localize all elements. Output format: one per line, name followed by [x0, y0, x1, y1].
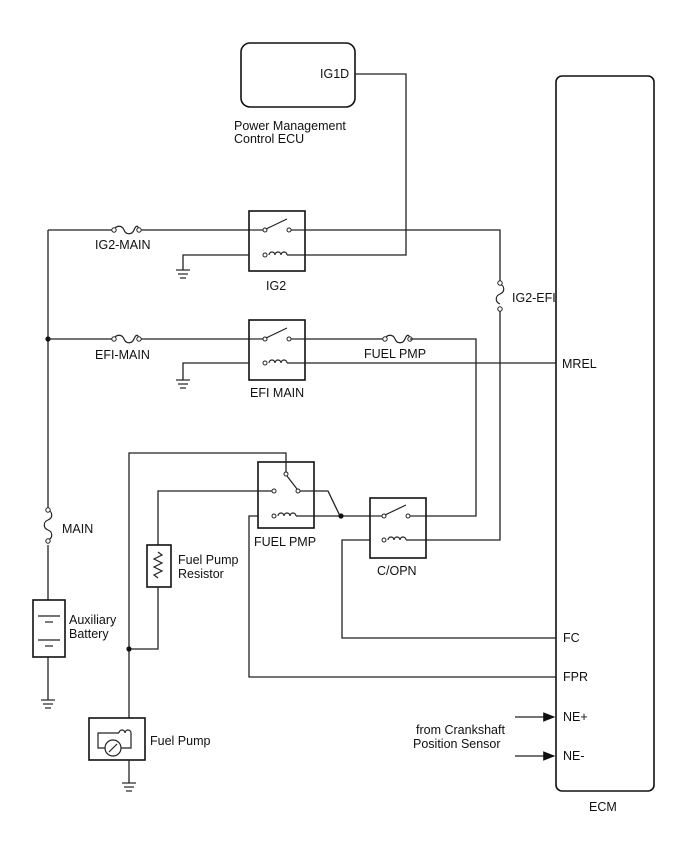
main-fuse-label: MAIN	[62, 522, 93, 536]
copn-relay-label: C/OPN	[377, 564, 417, 578]
fuel-pmp-fuse-label: FUEL PMP	[364, 347, 426, 361]
fuel-pmp-relay-wires	[128, 452, 556, 718]
fuel-pump: Fuel Pump	[88, 717, 210, 783]
ig2-output-wire	[305, 229, 501, 541]
ig2-efi-fuse-label: IG2-EFI	[512, 291, 556, 305]
fuel-pmp-relay: FUEL PMP	[254, 461, 316, 549]
ig2-main-wire: IG2-MAIN	[48, 225, 249, 252]
ne-plus-pin-label: NE+	[563, 710, 588, 724]
ig2-main-fuse-label: IG2-MAIN	[95, 238, 151, 252]
sensor-label-2: Position Sensor	[413, 737, 501, 751]
efi-main-relay-label: EFI MAIN	[250, 386, 304, 400]
efi-main-wire: EFI-MAIN	[48, 334, 249, 362]
battery-label-2: Battery	[69, 627, 109, 641]
power-management-ecu: IG1D Power Management Control ECU	[234, 42, 356, 146]
resistor-label-1: Fuel Pump	[178, 553, 238, 567]
ig2-efi-fuse: IG2-EFI	[495, 280, 556, 312]
ecm-label: ECM	[589, 800, 617, 814]
fuel-pump-ground-icon	[122, 782, 136, 792]
mrel-pin-label: MREL	[562, 357, 597, 371]
efi-main-fuse-label: EFI-MAIN	[95, 348, 150, 362]
battery-label-1: Auxiliary	[69, 613, 117, 627]
power-ecu-label-1: Power Management	[234, 119, 346, 133]
efi-main-relay: EFI MAIN	[248, 319, 306, 400]
main-fuse: MAIN	[43, 507, 93, 544]
fuel-pump-label: Fuel Pump	[150, 734, 210, 748]
auxiliary-battery: Auxiliary Battery	[32, 599, 117, 700]
copn-relay: C/OPN	[369, 497, 427, 578]
fuel-pmp-fuse: FUEL PMP	[305, 334, 477, 517]
fpr-pin-label: FPR	[563, 670, 588, 684]
power-ecu-label-2: Control ECU	[234, 132, 304, 146]
ig1d-wire	[305, 73, 407, 256]
sensor-label-1: from Crankshaft	[416, 723, 505, 737]
fuel-pump-resistor: Fuel Pump Resistor	[126, 544, 238, 652]
efi-main-relay-ground-wire	[176, 362, 249, 389]
fc-wire	[341, 539, 556, 639]
ne-minus-pin-label: NE-	[563, 749, 585, 763]
ig1d-pin-label: IG1D	[320, 67, 349, 81]
ig2-relay: IG2	[248, 210, 306, 293]
ig2-relay-ground-wire	[176, 254, 249, 279]
ig2-relay-label: IG2	[266, 279, 286, 293]
fc-pin-label: FC	[563, 631, 580, 645]
fuel-pmp-relay-label: FUEL PMP	[254, 535, 316, 549]
crankshaft-sensor-inputs: from Crankshaft Position Sensor	[413, 712, 556, 761]
main-bus-wire	[45, 230, 51, 600]
ecm-box: ECM MREL FC FPR NE+ NE-	[555, 75, 655, 814]
battery-ground-icon	[41, 699, 55, 709]
resistor-label-2: Resistor	[178, 567, 224, 581]
